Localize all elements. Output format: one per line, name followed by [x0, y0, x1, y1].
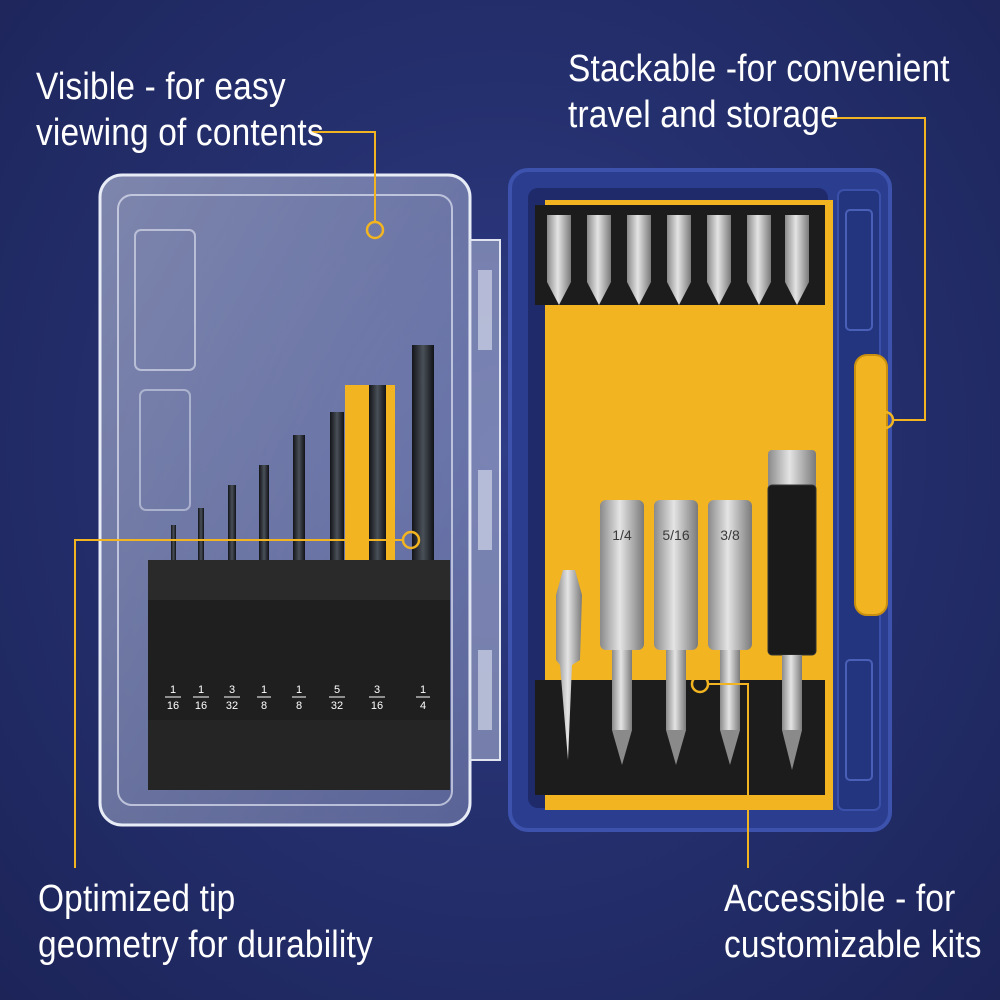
nut-driver-size: 5/16	[662, 527, 689, 543]
drill-size-label: 3 16	[369, 684, 385, 712]
drill-size-label: 3 32	[224, 684, 240, 712]
svg-text:1: 1	[170, 684, 176, 696]
svg-text:1: 1	[296, 684, 302, 696]
callout-visible-line1: Visible - for easy	[36, 66, 286, 108]
top-bit-tray	[535, 205, 825, 305]
bit-holder	[767, 450, 817, 770]
drill-size-label: 1 8	[292, 684, 306, 712]
svg-text:4: 4	[420, 700, 426, 712]
callout-dot-visible	[365, 220, 385, 240]
callout-accessible: Accessible - for customizable kits	[724, 876, 982, 968]
nut-driver: 1/4	[600, 500, 644, 765]
drill-tray	[148, 560, 450, 790]
svg-text:8: 8	[261, 700, 267, 712]
drill-size-label: 1 16	[193, 684, 209, 712]
callout-stackable: Stackable -for convenient travel and sto…	[568, 46, 950, 138]
drill-size-label: 1 4	[416, 684, 430, 712]
callout-line-stackable	[830, 117, 926, 421]
callout-dot-accessible	[690, 674, 710, 694]
screwdriver-bit	[627, 215, 651, 305]
driver-bit-group: 1/4 5/16 3/8	[556, 450, 817, 770]
screwdriver-bit	[785, 215, 809, 305]
nut-driver-size: 3/8	[720, 527, 740, 543]
svg-text:5: 5	[334, 684, 340, 696]
svg-text:3: 3	[229, 684, 235, 696]
drill-size-labels: 1 16 1 16 3 32 1 8 1 8 5 32	[165, 684, 430, 712]
callout-line-visible	[312, 131, 376, 222]
callout-line-accessible	[708, 683, 749, 868]
screwdriver-bit	[587, 215, 611, 305]
drill-size-label: 1 16	[165, 684, 181, 712]
svg-text:16: 16	[195, 700, 207, 712]
callout-optimized-line2: geometry for durability	[38, 924, 373, 966]
callout-stackable-line1: Stackable -for convenient	[568, 48, 950, 90]
drill-size-label: 5 32	[329, 684, 345, 712]
callout-visible: Visible - for easy viewing of contents	[36, 64, 324, 156]
nut-driver: 3/8	[708, 500, 752, 765]
callout-dot-stackable	[875, 410, 895, 430]
callout-lines	[74, 117, 926, 868]
nut-driver: 5/16	[654, 500, 698, 765]
callout-optimized: Optimized tip geometry for durability	[38, 876, 373, 968]
callout-line-optimized	[74, 539, 403, 868]
callout-visible-line2: viewing of contents	[36, 112, 324, 154]
callout-stackable-line2: travel and storage	[568, 94, 839, 136]
svg-text:1: 1	[420, 684, 426, 696]
callout-optimized-line1: Optimized tip	[38, 878, 236, 920]
svg-text:32: 32	[226, 700, 238, 712]
phillips-bit	[556, 570, 582, 760]
screwdriver-bit	[747, 215, 771, 305]
drill-size-label: 1 8	[257, 684, 271, 712]
svg-text:32: 32	[331, 700, 343, 712]
svg-text:16: 16	[371, 700, 383, 712]
svg-text:1: 1	[198, 684, 204, 696]
nut-driver-size: 1/4	[612, 527, 632, 543]
callout-dot-optimized	[401, 530, 421, 550]
callout-accessible-line1: Accessible - for	[724, 878, 956, 920]
callout-accessible-line2: customizable kits	[724, 924, 982, 966]
svg-text:8: 8	[296, 700, 302, 712]
screwdriver-bit	[547, 215, 571, 305]
svg-text:3: 3	[374, 684, 380, 696]
screwdriver-bit	[667, 215, 691, 305]
svg-text:16: 16	[167, 700, 179, 712]
svg-text:1: 1	[261, 684, 267, 696]
screwdriver-bit	[707, 215, 731, 305]
yellow-latch	[854, 354, 888, 616]
